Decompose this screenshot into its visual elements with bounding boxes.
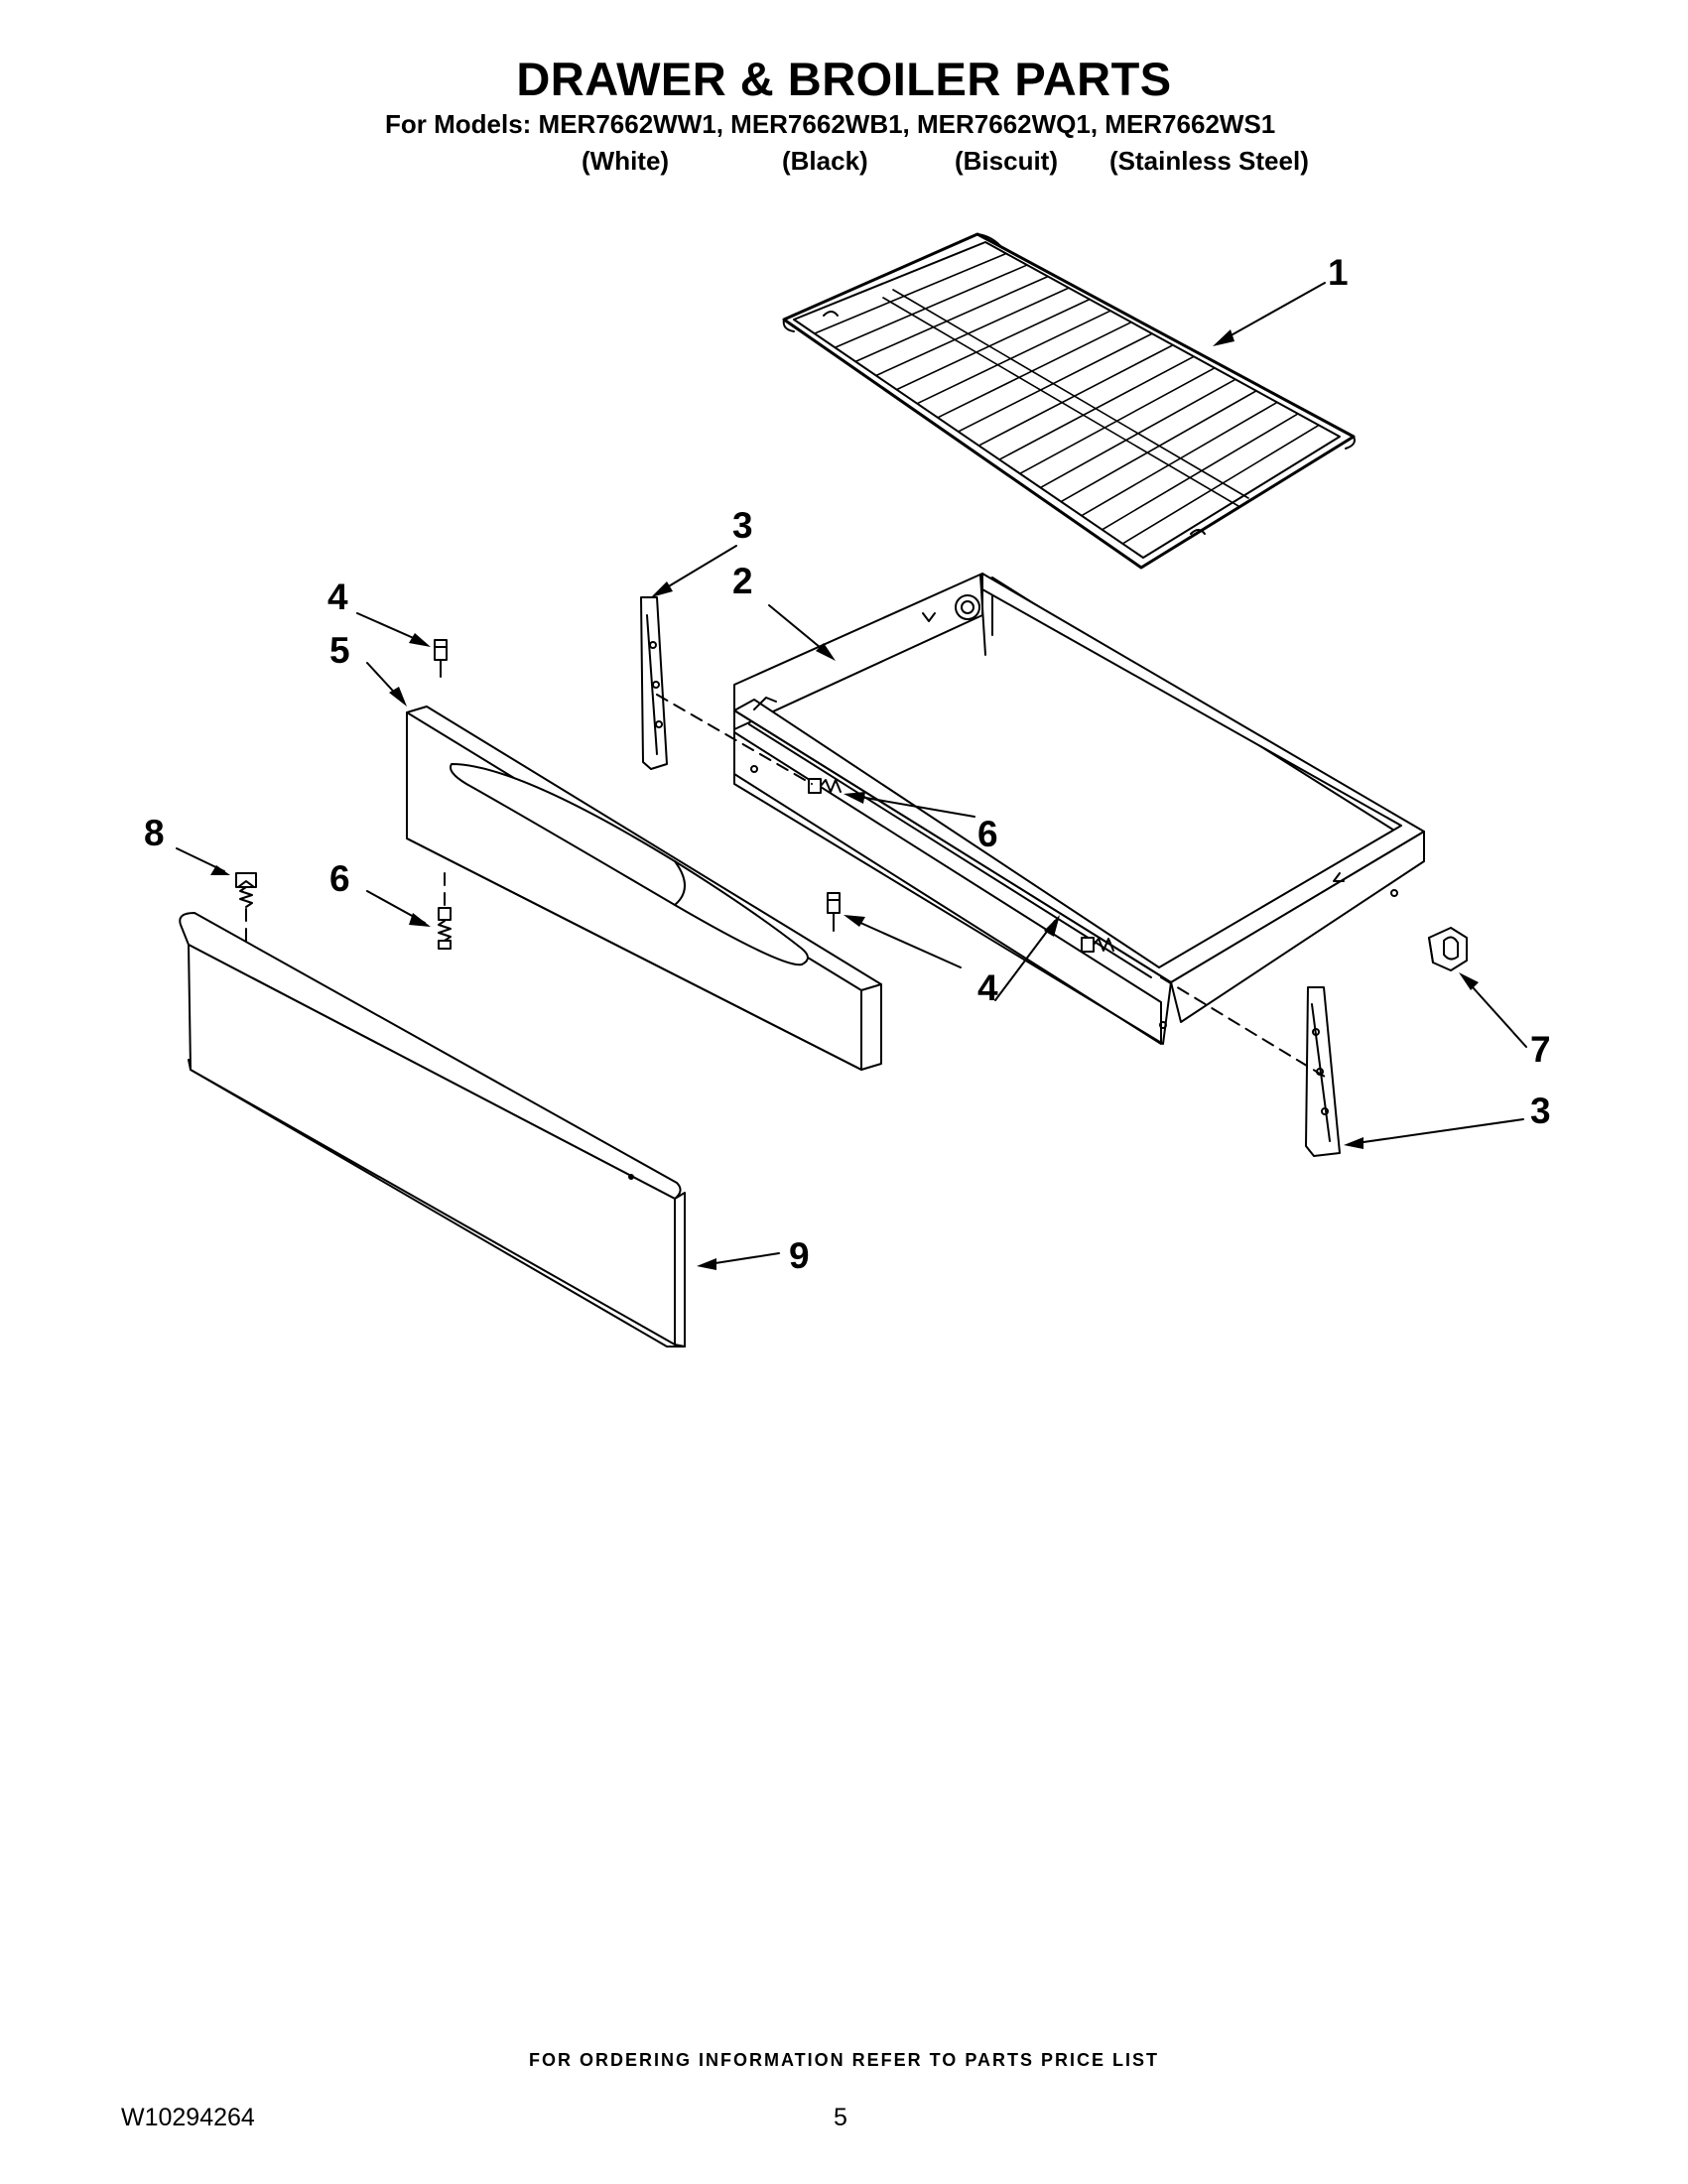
- leader-lines: [176, 282, 1527, 1266]
- callout-1: 1: [1328, 252, 1349, 293]
- page-title: DRAWER & BROILER PARTS: [516, 53, 1172, 105]
- screw-drawer-right: [1081, 937, 1114, 953]
- screw-left: [438, 907, 452, 950]
- rack-wire: [957, 332, 1153, 433]
- document-number: W10294264: [121, 2104, 255, 2131]
- screw-drawer-mid: [808, 778, 842, 794]
- rack-wire: [1081, 401, 1278, 517]
- callout-3-top: 3: [732, 505, 753, 546]
- pin-lower: [827, 892, 841, 932]
- ordering-note: FOR ORDERING INFORMATION REFER TO PARTS …: [528, 2050, 1159, 2070]
- callout-2: 2: [732, 561, 753, 601]
- variant-biscuit: (Biscuit): [955, 146, 1058, 176]
- rack-wire: [1121, 424, 1320, 545]
- rack-wire: [977, 343, 1174, 447]
- variant-black: (Black): [782, 146, 868, 176]
- callout-4-top: 4: [327, 577, 348, 617]
- rack-wire: [895, 298, 1091, 391]
- rack-wire: [937, 321, 1132, 419]
- callout-7: 7: [1530, 1029, 1551, 1070]
- rack-wire: [875, 287, 1070, 377]
- assembly-lines: [245, 694, 1326, 1078]
- callout-5: 5: [329, 630, 350, 671]
- rack-wire: [834, 264, 1028, 349]
- models-line: For Models: MER7662WW1, MER7662WB1, MER7…: [385, 109, 1276, 139]
- screw-front: [235, 872, 257, 908]
- variant-white: (White): [582, 146, 670, 176]
- drawer-front: [179, 912, 686, 1348]
- rack-wire: [1101, 413, 1299, 531]
- callout-4-bottom: 4: [977, 967, 998, 1008]
- callout-3-bottom: 3: [1530, 1091, 1551, 1131]
- rack-wire: [916, 310, 1111, 405]
- rack-wire: [854, 275, 1049, 363]
- rack-wire: [998, 355, 1195, 460]
- broiler-rack: [782, 232, 1356, 570]
- page-number: 5: [834, 2104, 847, 2131]
- callout-8: 8: [144, 813, 165, 853]
- variant-stainless-steel: (Stainless Steel): [1109, 146, 1309, 176]
- drawer-glide-left: [640, 596, 668, 770]
- leader-arrowheads: [210, 329, 1479, 1270]
- pin-upper: [434, 639, 448, 678]
- rack-wire: [813, 252, 1007, 334]
- bracket: [1428, 927, 1468, 971]
- callout-6-left: 6: [329, 858, 350, 899]
- callout-9: 9: [789, 1235, 810, 1276]
- drawer-glide-right: [1305, 986, 1341, 1157]
- drawer-inner-panel: [406, 706, 882, 1071]
- callout-6-right: 6: [977, 814, 998, 854]
